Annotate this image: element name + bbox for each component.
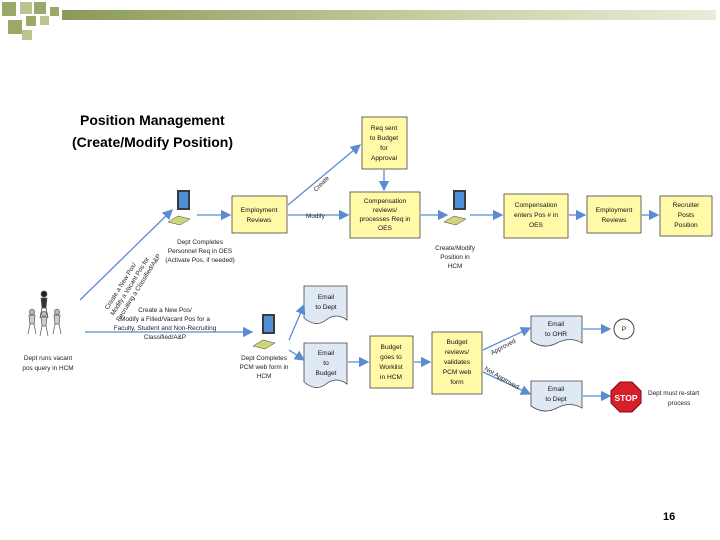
box-recruiter-posts: Recruiter Posts Position xyxy=(659,195,713,237)
svg-text:Dept Completes: Dept Completes xyxy=(241,355,287,362)
svg-text:Create/Modify: Create/Modify xyxy=(435,245,476,252)
svg-text:Email: Email xyxy=(548,386,565,393)
svg-text:processes Req in: processes Req in xyxy=(360,216,411,223)
svg-text:to OHR: to OHR xyxy=(545,331,567,338)
svg-text:Modify a Filled/Vacant Pos for: Modify a Filled/Vacant Pos for a xyxy=(120,316,210,323)
diagram-subtitle: (Create/Modify Position) xyxy=(72,134,233,150)
box-compensation-reviews: Compensation reviews/ processes Req in O… xyxy=(349,191,421,239)
svg-text:to: to xyxy=(323,360,329,367)
email-to-dept-bottom: Email to Dept xyxy=(530,380,583,412)
svg-text:Approval: Approval xyxy=(371,155,398,162)
email-to-ohr: Email to OHR xyxy=(530,315,583,347)
arrow-to-oes xyxy=(79,209,173,301)
email-to-budget: Email to Budget xyxy=(303,342,348,388)
svg-text:Compensation: Compensation xyxy=(515,202,558,209)
svg-text:PCM web form in: PCM web form in xyxy=(239,364,288,371)
svg-text:PCM web: PCM web xyxy=(443,369,472,376)
svg-text:Req sent: Req sent xyxy=(371,125,398,132)
svg-text:Create a New Pos/: Create a New Pos/ xyxy=(138,307,192,314)
not-approved-arrow-label: Not Approved xyxy=(483,366,520,392)
svg-text:Budget: Budget xyxy=(447,339,468,346)
dept-vacant-label: Dept runs vacant pos query in HCM xyxy=(22,355,73,372)
svg-text:HCM: HCM xyxy=(448,263,463,270)
svg-text:enters Pos # in: enters Pos # in xyxy=(514,212,558,219)
svg-text:Budget: Budget xyxy=(381,344,402,351)
svg-text:Employment: Employment xyxy=(596,207,633,214)
create-modify-hcm-label: Create/Modify Position in HCM xyxy=(435,245,476,270)
svg-text:Email: Email xyxy=(318,294,335,301)
svg-text:to Dept: to Dept xyxy=(315,304,336,311)
box-budget-worklist: Budget goes to Worklist in HCM xyxy=(369,335,414,389)
svg-text:goes to: goes to xyxy=(380,354,402,361)
svg-text:OES: OES xyxy=(529,222,544,229)
svg-text:STOP: STOP xyxy=(615,393,638,403)
svg-text:Position: Position xyxy=(674,222,698,229)
computer-icon xyxy=(443,190,467,226)
svg-text:reviews/: reviews/ xyxy=(445,349,469,356)
box-employment-reviews-1: Employment Reviews xyxy=(231,195,288,234)
svg-text:reviews/: reviews/ xyxy=(373,207,397,214)
svg-text:Recruiter: Recruiter xyxy=(673,202,701,209)
svg-text:to Dept: to Dept xyxy=(545,396,566,403)
svg-text:HCM: HCM xyxy=(257,373,272,380)
dept-completes-oes-label: Dept Completes Personnel Req in OES (Act… xyxy=(165,239,235,264)
svg-text:validates: validates xyxy=(444,359,471,366)
svg-text:OES: OES xyxy=(378,225,393,232)
dept-completes-pcm-label: Dept Completes PCM web form in HCM xyxy=(239,355,288,380)
svg-text:in HCM: in HCM xyxy=(380,374,402,381)
modify-arrow-label: Modify xyxy=(306,213,326,220)
page-number: 16 xyxy=(663,511,675,523)
svg-text:pos query in HCM: pos query in HCM xyxy=(22,365,73,372)
svg-text:Dept runs vacant: Dept runs vacant xyxy=(24,355,73,362)
svg-text:Dept must re-start: Dept must re-start xyxy=(648,390,699,397)
flow-arrows xyxy=(197,144,660,402)
svg-text:Classified/A&P: Classified/A&P xyxy=(144,334,186,341)
svg-text:Reviews: Reviews xyxy=(602,217,628,224)
middle-create-label: Create a New Pos/ Modify a Filled/Vacant… xyxy=(114,307,217,341)
header-bar xyxy=(62,10,716,20)
box-compensation-enters: Compensation enters Pos # in OES xyxy=(503,193,569,239)
svg-text:to Budget: to Budget xyxy=(370,135,398,142)
svg-text:form: form xyxy=(450,379,464,386)
box-employment-reviews-2: Employment Reviews xyxy=(586,195,642,234)
svg-text:(Activate Pos, if needed): (Activate Pos, if needed) xyxy=(165,257,235,264)
computer-icon xyxy=(252,314,276,350)
svg-text:Budget: Budget xyxy=(316,370,337,377)
computer-icon xyxy=(167,190,191,226)
svg-text:Email: Email xyxy=(548,321,565,328)
diagram-title: Position Management xyxy=(80,112,225,128)
svg-text:for: for xyxy=(380,145,388,152)
svg-text:Email: Email xyxy=(318,350,335,357)
svg-text:process: process xyxy=(668,400,690,407)
svg-text:Faculty, Student and Non-Recru: Faculty, Student and Non-Recruiting xyxy=(114,325,217,332)
svg-text:Dept Completes: Dept Completes xyxy=(177,239,223,246)
restart-label: Dept must re-start process xyxy=(648,390,699,407)
svg-text:Personnel Req in OES: Personnel Req in OES xyxy=(168,248,232,255)
stop-icon: STOP xyxy=(610,381,642,413)
svg-text:Position in: Position in xyxy=(440,254,470,261)
svg-text:Employment: Employment xyxy=(241,207,278,214)
svg-text:Worklist: Worklist xyxy=(379,364,402,371)
box-budget-validates: Budget reviews/ validates PCM web form xyxy=(431,331,483,395)
email-to-dept-top: Email to Dept xyxy=(303,285,348,324)
svg-text:P: P xyxy=(622,326,627,333)
people-icon xyxy=(27,290,62,337)
box-req-sent-budget: Req sent to Budget for Approval xyxy=(361,116,408,170)
svg-text:Not Approved: Not Approved xyxy=(483,366,520,392)
svg-text:Compensation: Compensation xyxy=(364,198,407,205)
svg-text:Reviews: Reviews xyxy=(247,217,273,224)
connector-p: P xyxy=(613,318,635,340)
svg-text:Posts: Posts xyxy=(678,212,695,219)
